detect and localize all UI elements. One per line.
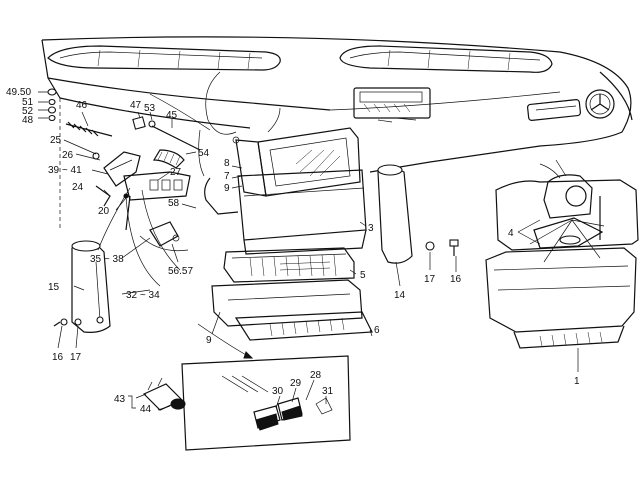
callout-30: 30	[272, 386, 284, 397]
callout-17-left: 17	[70, 352, 82, 363]
fastener-stack	[47, 88, 201, 169]
callout-48: 48	[22, 115, 34, 126]
callout-24: 24	[72, 182, 84, 193]
callout-32-34: 32 ~ 34	[126, 290, 160, 301]
callout-7: 7	[224, 171, 230, 182]
callout-15: 15	[48, 282, 60, 293]
left-air-duct	[71, 240, 111, 333]
callout-1: 1	[574, 376, 580, 387]
steering-hub	[585, 89, 615, 119]
callout-25: 25	[50, 135, 62, 146]
lower-housing	[211, 279, 373, 341]
callout-20: 20	[98, 206, 110, 217]
leader-lines	[38, 91, 579, 411]
callout-47: 47	[130, 100, 142, 111]
right-air-duct	[377, 164, 413, 264]
inset-switch-panel	[181, 355, 351, 451]
right-defroster-vent	[339, 45, 553, 73]
callout-54: 54	[198, 148, 210, 159]
callout-6: 6	[374, 325, 380, 336]
callout-5: 5	[360, 270, 366, 281]
callout-9-upper: 9	[224, 183, 230, 194]
left-defroster-vent	[47, 45, 281, 71]
left-duct-fasteners	[53, 318, 82, 327]
callout-35-38: 35 ~ 38	[90, 254, 124, 265]
callout-39-41: 39 ~ 41	[48, 165, 82, 176]
callout-43: 43	[114, 394, 126, 405]
callout-46: 46	[76, 100, 88, 111]
callout-26: 26	[62, 150, 74, 161]
callout-brackets	[128, 395, 136, 409]
callout-4: 4	[508, 228, 514, 239]
dashboard-outline	[41, 36, 633, 230]
callout-56-57: 56.57	[168, 266, 193, 277]
switch-connector	[142, 377, 186, 411]
callout-31: 31	[322, 386, 334, 397]
callout-45: 45	[166, 110, 178, 121]
callout-53: 53	[144, 103, 156, 114]
callout-14: 14	[394, 290, 406, 301]
blower-motor	[529, 159, 605, 263]
blower-housing	[485, 179, 639, 349]
callout-3: 3	[368, 223, 374, 234]
callout-51: 51	[22, 97, 34, 108]
callout-labels: 49.50 51 52 48 46 47 53 45 54 25 26 39 ~…	[6, 87, 580, 415]
callout-28: 28	[310, 370, 322, 381]
callout-27: 27	[170, 167, 182, 178]
heater-core	[223, 247, 355, 283]
heater-housing	[204, 127, 367, 255]
callout-58: 58	[168, 198, 180, 209]
center-panel	[353, 87, 581, 123]
control-cables	[97, 71, 281, 287]
callout-16-left: 16	[52, 352, 64, 363]
callout-8: 8	[224, 158, 230, 169]
callout-17-right: 17	[424, 274, 436, 285]
right-duct-fasteners	[425, 239, 459, 256]
callout-52: 52	[22, 106, 34, 117]
callout-44: 44	[140, 404, 152, 415]
callout-29: 29	[290, 378, 302, 389]
callout-16-right: 16	[450, 274, 462, 285]
callout-49-50: 49.50	[6, 87, 31, 98]
callout-9-lower: 9	[206, 335, 212, 346]
